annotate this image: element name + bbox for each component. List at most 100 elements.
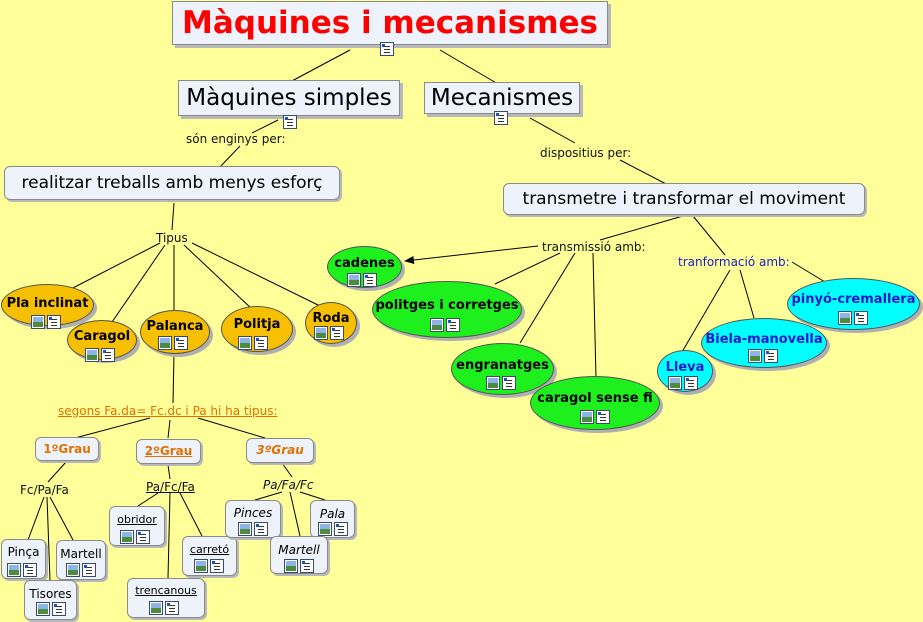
link-dispositius: dispositius per: — [540, 146, 632, 160]
document-icon[interactable] — [334, 522, 348, 536]
document-icon[interactable] — [165, 601, 179, 615]
image-icon[interactable] — [194, 559, 208, 573]
image-icon[interactable] — [158, 336, 172, 350]
image-icon[interactable] — [668, 376, 682, 390]
example-pinces[interactable]: Pinces — [225, 500, 281, 538]
pinyo-cremallera-resources — [838, 311, 868, 325]
link-segons: segons Fa.da= Fc.dc i Pa hi ha tipus: — [58, 404, 278, 418]
image-icon[interactable] — [486, 376, 500, 390]
image-icon[interactable] — [430, 318, 444, 332]
image-icon[interactable] — [85, 348, 99, 362]
example-obridor[interactable]: obridor — [109, 506, 165, 546]
document-icon[interactable] — [23, 563, 37, 577]
document-icon[interactable] — [300, 559, 314, 573]
image-icon[interactable] — [314, 326, 328, 340]
engranatges-resources — [486, 376, 516, 390]
pinca-resources — [7, 563, 37, 577]
page-title: Màquines i mecanismes — [182, 5, 598, 41]
document-icon[interactable] — [174, 336, 188, 350]
grade-2-formula: Pa/Fc/Fa — [146, 480, 195, 494]
document-icon[interactable] — [283, 115, 297, 129]
martell-1-resources — [66, 563, 96, 577]
transmit-node[interactable]: transmetre i transformar el moviment — [503, 183, 865, 215]
image-icon[interactable] — [36, 602, 50, 616]
type-roda[interactable]: Roda — [305, 302, 357, 344]
example-pinca[interactable]: Pinça — [1, 539, 46, 579]
document-icon[interactable] — [254, 336, 268, 350]
document-icon[interactable] — [330, 326, 344, 340]
cadenes-resources — [347, 273, 377, 287]
pla-inclinat-resources — [31, 315, 61, 329]
document-icon[interactable] — [684, 376, 698, 390]
image-icon[interactable] — [748, 349, 762, 363]
link-tipus: Tipus — [156, 231, 188, 245]
document-icon[interactable] — [854, 311, 868, 325]
mechanisms-node[interactable]: Mecanismes — [424, 82, 580, 114]
image-icon[interactable] — [347, 273, 361, 287]
example-martell-3[interactable]: Martell — [270, 536, 328, 574]
politja-resources — [238, 336, 268, 350]
palanca-resources — [158, 336, 188, 350]
document-icon[interactable] — [502, 376, 516, 390]
document-icon[interactable] — [82, 563, 96, 577]
example-martell-1[interactable]: Martell — [56, 540, 106, 580]
document-icon[interactable] — [446, 318, 460, 332]
grade-2-node[interactable]: 2ºGrau — [136, 439, 201, 464]
roda-resources — [314, 326, 344, 340]
image-icon[interactable] — [838, 311, 852, 325]
image-icon[interactable] — [238, 336, 252, 350]
document-icon[interactable] — [596, 410, 610, 424]
image-icon[interactable] — [7, 563, 21, 577]
caragol-resources — [85, 348, 115, 362]
transmission-engranatges[interactable]: engranatges — [451, 343, 554, 395]
simple-machines-node[interactable]: Màquines simples — [178, 80, 400, 116]
document-icon[interactable] — [52, 602, 66, 616]
lleva-resources — [668, 376, 698, 390]
document-icon[interactable] — [136, 530, 150, 544]
transmit-label: transmetre i transformar el moviment — [522, 189, 846, 209]
document-icon[interactable] — [380, 42, 394, 56]
document-icon[interactable] — [254, 522, 268, 536]
image-icon[interactable] — [318, 522, 332, 536]
image-icon[interactable] — [580, 410, 594, 424]
pala-resources — [318, 522, 348, 536]
document-icon[interactable] — [494, 111, 508, 125]
carreto-resources — [194, 559, 224, 573]
example-carreto[interactable]: carretó — [182, 536, 237, 576]
title-resources — [380, 42, 394, 56]
simple-machines-label: Màquines simples — [186, 85, 392, 111]
simple-resources — [283, 115, 297, 129]
image-icon[interactable] — [66, 563, 80, 577]
work-less-node[interactable]: realitzar treballs amb menys esforç — [4, 166, 340, 200]
link-transmissio: transmissió amb: — [542, 240, 646, 254]
image-icon[interactable] — [120, 530, 134, 544]
grade-1-node[interactable]: 1ºGrau — [35, 437, 99, 461]
image-icon[interactable] — [149, 601, 163, 615]
transformation-pinyo-cremallera[interactable]: pinyó-cremallera — [787, 278, 920, 330]
document-icon[interactable] — [47, 315, 61, 329]
link-enginys: són enginys per: — [186, 132, 286, 146]
image-icon[interactable] — [284, 559, 298, 573]
tisores-resources — [36, 602, 66, 616]
image-icon[interactable] — [238, 522, 252, 536]
caragol-sense-fi-resources — [580, 410, 610, 424]
transmission-caragol-sense-fi[interactable]: caragol sense fi — [530, 376, 660, 430]
document-icon[interactable] — [101, 348, 115, 362]
pinces-resources — [238, 522, 268, 536]
example-tisores[interactable]: Tisores — [24, 580, 77, 620]
work-less-label: realitzar treballs amb menys esforç — [21, 173, 323, 193]
politges-resources — [430, 318, 460, 332]
title-node[interactable]: Màquines i mecanismes — [172, 1, 608, 45]
obridor-resources — [120, 530, 150, 544]
image-icon[interactable] — [31, 315, 45, 329]
transformation-lleva[interactable]: Lleva — [657, 350, 713, 392]
document-icon[interactable] — [764, 349, 778, 363]
document-icon[interactable] — [363, 273, 377, 287]
type-palanca[interactable]: Palanca — [140, 310, 210, 354]
mechanisms-label: Mecanismes — [430, 85, 574, 111]
grade-3-node[interactable]: 3ºGrau — [246, 438, 314, 463]
document-icon[interactable] — [210, 559, 224, 573]
link-transformacio: tranformació amb: — [678, 255, 790, 269]
